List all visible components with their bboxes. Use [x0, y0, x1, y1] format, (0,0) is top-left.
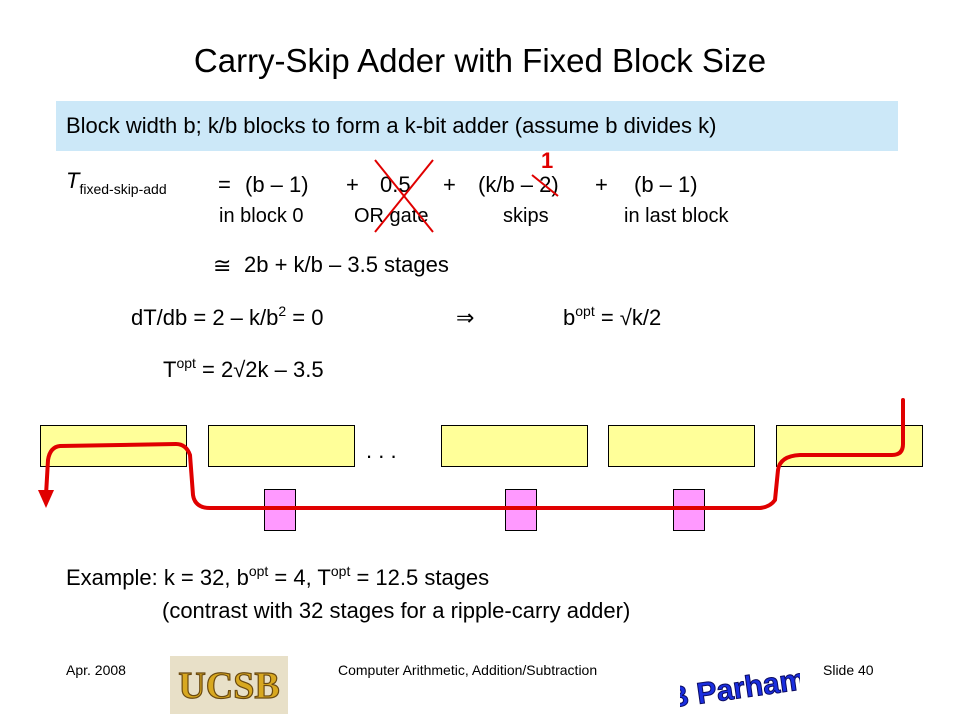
example-line-1: Example: k = 32, bopt = 4, Topt = 12.5 s… — [66, 563, 490, 591]
implies-symbol: ⇒ — [456, 305, 475, 330]
ellipsis: . . . — [366, 438, 397, 463]
b-opt-expression: bopt = √k/2 — [563, 303, 662, 331]
approx-expression: 2b + k/b – 3.5 stages — [244, 252, 449, 277]
b-opt-b: b — [563, 305, 576, 330]
formula-plus-1: + — [346, 172, 359, 197]
example-line-2: (contrast with 32 stages for a ripple-ca… — [162, 598, 631, 623]
formula-T: T — [66, 168, 80, 193]
t-opt-sup: opt — [176, 355, 196, 371]
formula-equals: = — [218, 172, 231, 197]
parhami-logo: B Parhami — [680, 661, 800, 715]
svg-text:UCSB: UCSB — [178, 665, 279, 707]
b-opt-sup: opt — [575, 303, 595, 319]
formula-lhs: Tfixed-skip-add — [66, 168, 167, 197]
adder-block-3 — [608, 425, 755, 467]
adder-block-2 — [441, 425, 588, 467]
t-opt-expression: Topt = 2√2k – 3.5 — [163, 355, 324, 383]
footer-course-title: Computer Arithmetic, Addition/Subtractio… — [338, 662, 598, 678]
footer-date: Apr. 2008 — [66, 662, 126, 678]
label-in-last-block: in last block — [624, 205, 729, 227]
correction-one: 1 — [541, 148, 554, 173]
label-or-gate: OR gate — [354, 205, 429, 227]
derivative-expression: dT/db = 2 – k/b2 = 0 — [131, 303, 324, 331]
svg-text:B Parhami: B Parhami — [680, 662, 800, 715]
t-opt-rhs: = 2√2k – 3.5 — [195, 357, 324, 382]
formula-plus-3: + — [595, 172, 608, 197]
formula-term-last-block: (b – 1) — [634, 172, 698, 197]
b-opt-rhs: = √k/2 — [594, 305, 662, 330]
t-opt-T: T — [163, 357, 177, 382]
ucsb-logo: UCSB — [170, 656, 288, 714]
label-in-block-0: in block 0 — [219, 205, 304, 227]
derivative-exponent: 2 — [278, 303, 287, 319]
banner-text: Block width b; k/b blocks to form a k-bi… — [66, 113, 717, 138]
formula-subscript: fixed-skip-add — [79, 181, 167, 197]
footer-slide-number: Slide 40 — [823, 662, 874, 678]
example-part-2: = 4, T — [268, 565, 331, 590]
approx-symbol: ≅ — [213, 253, 232, 278]
carry-path — [44, 398, 905, 510]
definition-banner — [56, 101, 898, 151]
formula-plus-2: + — [443, 172, 456, 197]
cross-out-stroke-2 — [374, 159, 434, 233]
example-sup-1: opt — [248, 563, 269, 579]
example-part-1: Example: k = 32, b — [66, 565, 249, 590]
example-part-3: = 12.5 stages — [350, 565, 490, 590]
adder-block-1 — [208, 425, 355, 467]
carry-path-arrowhead — [38, 490, 54, 508]
example-sup-2: opt — [330, 563, 351, 579]
adder-block-last — [776, 425, 923, 467]
formula-term-block0: (b – 1) — [245, 172, 309, 197]
slide-title: Carry-Skip Adder with Fixed Block Size — [193, 42, 767, 79]
derivative-rhs: = 0 — [286, 305, 324, 330]
label-skips: skips — [503, 205, 549, 227]
cross-out-two — [531, 174, 559, 197]
derivative-lhs: dT/db = 2 – k/b — [131, 305, 279, 330]
